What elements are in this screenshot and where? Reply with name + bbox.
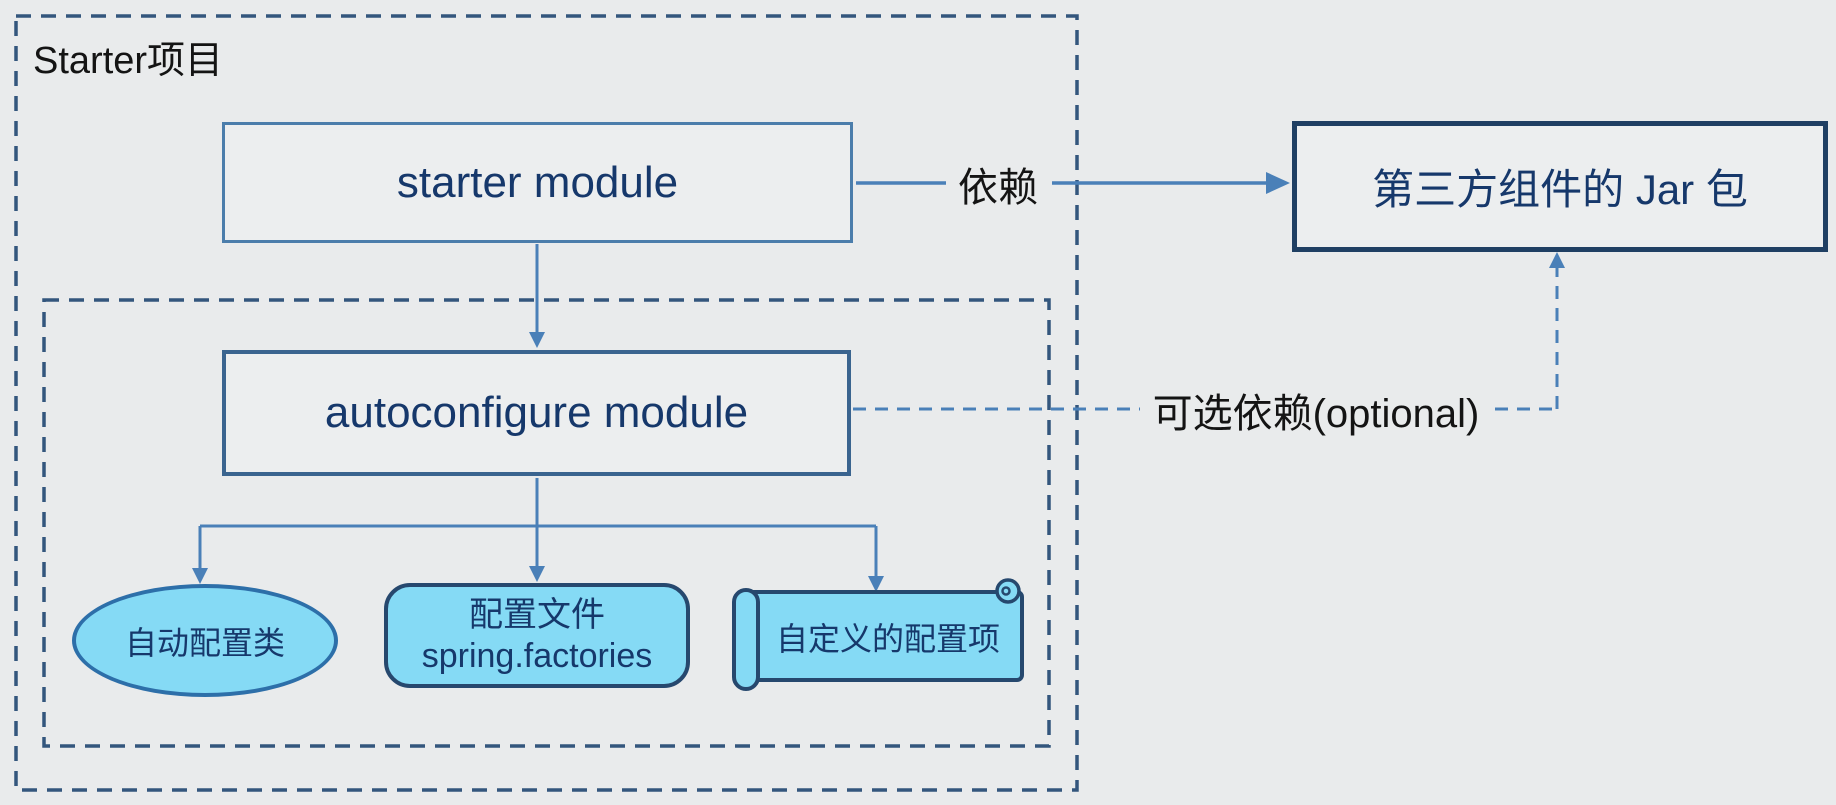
- starter-project-group-label: Starter项目: [33, 39, 224, 82]
- config-file-label-line2: spring.factories: [421, 636, 653, 675]
- starter-module-label: starter module: [396, 157, 679, 207]
- custom-config-item-label: 自定义的配置项: [775, 621, 1000, 657]
- edge-starter-to-jar: [856, 172, 1290, 194]
- third-party-jar-node: 第三方组件的 Jar 包: [1292, 121, 1828, 252]
- auto-config-class-node: 自动配置类: [72, 584, 338, 697]
- optional-dependency-edge-label: 可选依赖(optional): [1152, 392, 1480, 436]
- starter-module-node: starter module: [222, 122, 853, 243]
- dependency-edge-label: 依赖: [958, 166, 1038, 210]
- autoconfigure-module-node: autoconfigure module: [222, 350, 851, 476]
- auto-config-class-label: 自动配置类: [124, 624, 285, 661]
- autoconfigure-module-label: autoconfigure module: [324, 388, 749, 437]
- config-file-label-line1: 配置文件: [469, 595, 605, 634]
- third-party-jar-label: 第三方组件的 Jar 包: [1372, 166, 1748, 213]
- config-file-node: 配置文件 spring.factories: [384, 583, 690, 688]
- edge-autoconfigure-to-children: [192, 478, 884, 592]
- edge-starter-to-autoconfigure: [529, 244, 545, 348]
